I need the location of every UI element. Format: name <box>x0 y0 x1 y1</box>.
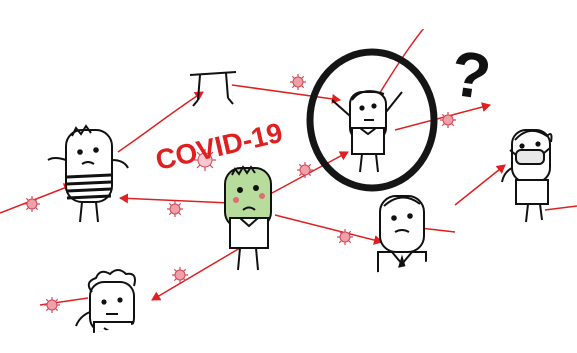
arrow-icon <box>275 215 382 242</box>
arrow-icon <box>232 85 340 100</box>
person-curly-hair <box>76 270 135 352</box>
person-masked <box>502 130 552 222</box>
arrow-icon <box>455 165 505 205</box>
person-highlighted <box>332 91 402 172</box>
virus-icon <box>24 196 40 212</box>
virus-icon <box>167 201 183 217</box>
headline: COVID-19 <box>153 117 286 176</box>
virus-icon <box>172 267 188 283</box>
virus-icon <box>290 74 306 90</box>
virus-icon <box>337 229 353 245</box>
person-striped-shirt <box>48 126 128 222</box>
arrow-icon <box>420 228 455 232</box>
arrow-icon <box>152 248 240 300</box>
arrow-icon <box>545 206 577 210</box>
question-mark-icon: ? <box>446 37 495 114</box>
virus-icon <box>440 112 456 128</box>
person-infected <box>225 167 271 270</box>
virus-icon <box>297 162 313 178</box>
person-suit <box>378 196 426 282</box>
person-fallen <box>190 72 236 106</box>
virus-icon <box>44 297 60 313</box>
